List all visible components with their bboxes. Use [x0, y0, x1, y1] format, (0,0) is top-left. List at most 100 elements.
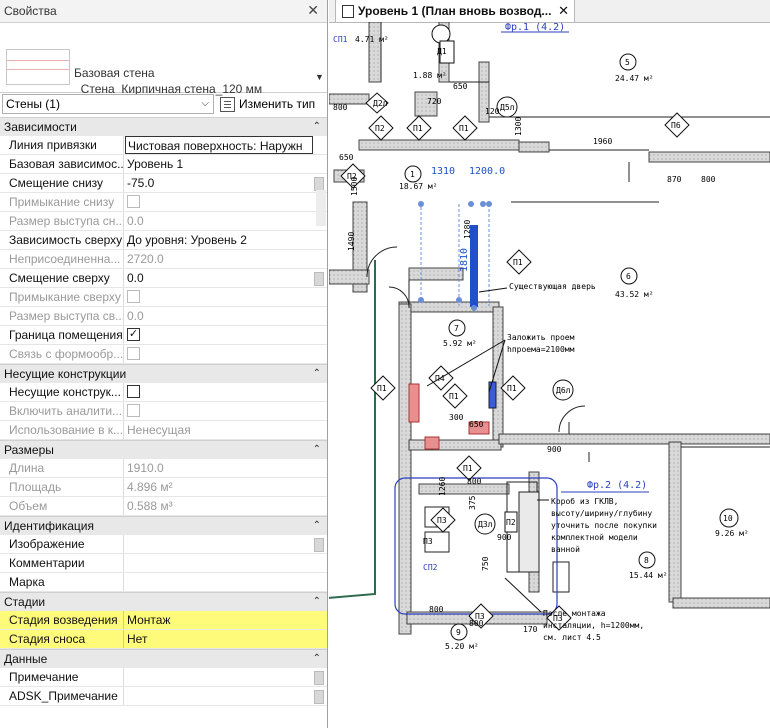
row-scroll-button[interactable] [314, 272, 324, 286]
svg-text:Д1: Д1 [437, 47, 447, 56]
property-row[interactable]: Марка [0, 573, 327, 592]
checkbox-empty-icon [127, 347, 140, 361]
property-value[interactable] [125, 668, 313, 686]
floor-plan[interactable]: Д1 Д2л Д5л П2 П1 П1 П6 П2 П1 П1 П4 П1 П1… [329, 22, 770, 728]
collapse-chevron-icon[interactable]: ⌃ [312, 121, 321, 132]
drawing-view[interactable]: Уровень 1 (План вновь возвод... ✕ [329, 0, 770, 728]
property-value[interactable]: -75.0 [127, 176, 155, 190]
property-value[interactable]: 0.0 [127, 271, 144, 285]
property-row[interactable]: Комментарии [0, 554, 327, 573]
property-value[interactable] [125, 573, 313, 591]
row-scroll-button[interactable] [314, 177, 324, 191]
edit-type-button[interactable]: Изменить тип [220, 94, 324, 114]
group-header[interactable]: Размеры⌃ [0, 440, 327, 459]
column-divider [123, 193, 124, 211]
svg-text:15.44 м²: 15.44 м² [629, 571, 668, 580]
chevron-down-icon: ⌵ [201, 98, 209, 109]
svg-text:870: 870 [667, 175, 682, 184]
svg-text:Фр.2 (4.2): Фр.2 (4.2) [587, 480, 647, 491]
opening-hatch [408, 383, 420, 423]
view-tab-title: Уровень 1 (План вновь возвод... [358, 4, 552, 18]
property-row: Площадь 4.896 м² [0, 478, 327, 497]
svg-text:1300: 1300 [514, 117, 523, 136]
column-divider [123, 269, 124, 287]
tab-close-icon[interactable]: ✕ [558, 3, 569, 18]
group-header[interactable]: Данные⌃ [0, 649, 327, 668]
property-value[interactable]: Уровень 1 [127, 157, 184, 171]
svg-text:800: 800 [701, 175, 716, 184]
property-name: Зависимость сверху [9, 233, 123, 247]
type-subname: _Стена_Кирпичная стена_120 мм [74, 82, 263, 96]
dropdown-arrow-icon[interactable]: ▼ [315, 72, 324, 82]
tags [340, 24, 690, 631]
column-divider [123, 554, 124, 572]
group-header[interactable]: Стадии⌃ [0, 592, 327, 611]
checkbox-empty-icon[interactable] [127, 385, 140, 399]
property-name: Размер выступа св... [9, 309, 123, 323]
instance-filter-dropdown[interactable]: Стены (1) ⌵ [2, 94, 214, 114]
svg-text:720: 720 [427, 97, 442, 106]
callout-arrow [329, 260, 376, 599]
collapse-chevron-icon[interactable]: ⌃ [312, 520, 321, 531]
notes: Существующая дверь Заложить проем hпроем… [426, 282, 657, 642]
property-value[interactable]: До уровня: Уровень 2 [127, 233, 247, 247]
row-scroll-button[interactable] [314, 690, 324, 704]
svg-text:hпроема=2100мм: hпроема=2100мм [507, 345, 575, 354]
row-scroll-button[interactable] [314, 538, 324, 552]
collapse-chevron-icon[interactable]: ⌃ [312, 444, 321, 455]
svg-text:высоту/ширину/глубину: высоту/ширину/глубину [551, 508, 652, 518]
collapse-chevron-icon[interactable]: ⌃ [312, 653, 321, 664]
group-header[interactable]: Несущие конструкции ⌃ [0, 364, 327, 383]
property-value[interactable] [125, 687, 313, 705]
property-row[interactable]: Смещение снизу-75.0 [0, 174, 327, 193]
property-row[interactable]: Примечание [0, 668, 327, 687]
property-value: 4.896 м² [127, 480, 173, 494]
column-divider [123, 155, 124, 173]
property-value[interactable]: Монтаж [127, 613, 171, 627]
property-row[interactable]: Несущие конструк... [0, 383, 327, 402]
svg-text:800: 800 [429, 605, 444, 614]
column-divider [123, 497, 124, 515]
row-scroll-button[interactable] [314, 671, 324, 685]
property-value[interactable]: Нет [127, 632, 148, 646]
svg-text:1310: 1310 [431, 166, 455, 177]
column-divider [123, 573, 124, 591]
type-selector[interactable]: Базовая стена _Стена_Кирпичная стена_120… [0, 22, 327, 96]
type-name: Базовая стена _Стена_Кирпичная стена_120… [74, 65, 262, 97]
property-value[interactable]: Чистовая поверхность: Наружн [125, 136, 313, 154]
svg-text:П1: П1 [377, 384, 387, 393]
property-row[interactable]: Граница помещения✓ [0, 326, 327, 345]
selected-wall[interactable] [418, 201, 492, 311]
group-header[interactable]: Зависимости⌃ [0, 117, 327, 136]
svg-text:800: 800 [467, 477, 482, 486]
collapse-chevron-icon[interactable]: ⌃ [312, 368, 321, 379]
property-row: Размер выступа сн...0.0 [0, 212, 327, 231]
property-checkbox[interactable] [125, 383, 313, 401]
property-value[interactable] [125, 535, 313, 553]
view-tab[interactable]: Уровень 1 (План вновь возвод... ✕ [335, 0, 575, 22]
collapse-chevron-icon[interactable]: ⌃ [312, 596, 321, 607]
close-icon[interactable]: ✕ [307, 2, 319, 18]
property-row[interactable]: Изображение [0, 535, 327, 554]
property-checkbox[interactable]: ✓ [125, 326, 313, 344]
svg-text:5.92 м²: 5.92 м² [443, 339, 477, 348]
property-row[interactable]: Базовая зависимос...Уровень 1 [0, 155, 327, 174]
scrollbar[interactable] [316, 190, 326, 226]
svg-text:П2: П2 [347, 172, 357, 181]
svg-text:инсталяции, h=1200мм,: инсталяции, h=1200мм, [543, 621, 644, 630]
plan-lines [366, 22, 770, 593]
svg-text:1200.0: 1200.0 [469, 166, 505, 177]
checkmark-icon[interactable]: ✓ [127, 328, 140, 342]
property-value[interactable] [125, 554, 313, 572]
property-value: 1910.0 [127, 461, 164, 475]
property-name: Площадь [9, 480, 62, 494]
property-row[interactable]: Зависимость сверху До уровня: Уровень 2 [0, 231, 327, 250]
property-row[interactable]: ADSK_Примечание [0, 687, 327, 706]
group-title: Несущие конструкции [4, 367, 127, 381]
group-header[interactable]: Идентификация⌃ [0, 516, 327, 535]
